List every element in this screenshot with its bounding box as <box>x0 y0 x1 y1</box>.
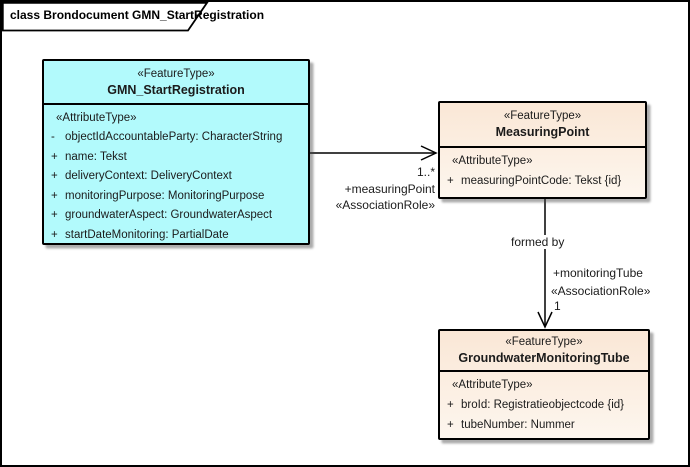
attribute-text: groundwaterAspect: GroundwaterAspect <box>65 209 273 221</box>
class-header: «FeatureType» GMN_StartRegistration <box>44 61 308 105</box>
class-stereotype: «FeatureType» <box>503 110 582 122</box>
visibility-marker: + <box>447 175 454 187</box>
visibility-marker: + <box>51 170 58 182</box>
attribute-compartment: «AttributeType» - objectIdAccountablePar… <box>44 105 308 245</box>
attribute-row: + measuringPointCode: Tekst {id} <box>440 171 645 191</box>
attribute-text: name: Tekst <box>65 150 127 163</box>
attribute-compartment: «AttributeType» + broId: Registratieobje… <box>440 372 648 435</box>
attribute-text: measuringPointCode: Tekst {id} <box>461 175 622 187</box>
attribute-section-label: «AttributeType» <box>56 112 137 124</box>
attribute-row: - objectIdAccountableParty: CharacterStr… <box>44 128 308 148</box>
attribute-text: deliveryContext: DeliveryContext <box>65 170 232 182</box>
class-box-gmn-startregistration[interactable]: «FeatureType» GMN_StartRegistration «Att… <box>42 59 310 245</box>
attribute-text: monitoringPurpose: MonitoringPurpose <box>65 189 265 202</box>
association-stereotype-label: «AssociationRole» <box>335 198 435 212</box>
attribute-row: + name: Tekst <box>44 148 308 168</box>
role-label: +monitoringTube <box>553 266 643 280</box>
open-arrowhead-down-icon <box>537 311 553 329</box>
visibility-marker: + <box>51 189 58 202</box>
visibility-marker: + <box>51 228 58 241</box>
class-box-groundwatermonitoringtube[interactable]: «FeatureType» GroundwaterMonitoringTube … <box>438 329 650 440</box>
attribute-row: + tubeNumber: Nummer <box>440 415 648 435</box>
class-stereotype: «FeatureType» <box>505 336 583 348</box>
diagram-frame-title: class Brondocument GMN_StartRegistration <box>10 8 265 22</box>
attribute-text: broId: Registratieobjectcode {id} <box>461 399 625 411</box>
attribute-row: + broId: Registratieobjectcode {id} <box>440 395 648 415</box>
open-arrowhead-right-icon <box>420 145 438 161</box>
attribute-text: startDateMonitoring: PartialDate <box>65 228 229 241</box>
attribute-section-label: «AttributeType» <box>452 379 533 391</box>
class-name: MeasuringPoint <box>495 125 590 139</box>
multiplicity-label: 1 <box>554 299 561 313</box>
attribute-row: + groundwaterAspect: GroundwaterAspect <box>44 206 308 226</box>
association-stereotype-label: «AssociationRole» <box>551 284 651 298</box>
visibility-marker: + <box>447 419 454 431</box>
class-name: GMN_StartRegistration <box>107 82 245 97</box>
role-label: +measuringPoint <box>344 181 435 196</box>
multiplicity-label: 1..* <box>416 165 435 179</box>
attribute-row: + deliveryContext: DeliveryContext <box>44 167 308 187</box>
attribute-compartment: «AttributeType» + measuringPointCode: Te… <box>440 148 645 191</box>
association-measuringpoint-labels: 1..* +measuringPoint «AssociationRole» <box>320 164 435 214</box>
class-header: «FeatureType» GroundwaterMonitoringTube <box>440 331 648 372</box>
attribute-section-label: «AttributeType» <box>452 155 533 167</box>
visibility-marker: + <box>51 150 58 163</box>
visibility-marker: + <box>51 209 58 221</box>
class-name: GroundwaterMonitoringTube <box>458 351 630 365</box>
attribute-text: objectIdAccountableParty: CharacterStrin… <box>65 131 283 143</box>
association-name-label: formed by <box>508 235 568 249</box>
attribute-text: tubeNumber: Nummer <box>461 419 575 431</box>
visibility-marker: + <box>447 399 454 411</box>
class-stereotype: «FeatureType» <box>137 67 215 80</box>
attribute-row: + monitoringPurpose: MonitoringPurpose <box>44 187 308 207</box>
attribute-row: + startDateMonitoring: PartialDate <box>44 226 308 246</box>
visibility-marker: - <box>51 131 55 143</box>
class-header: «FeatureType» MeasuringPoint <box>440 103 645 148</box>
class-box-measuringpoint[interactable]: «FeatureType» MeasuringPoint «AttributeT… <box>438 101 647 199</box>
